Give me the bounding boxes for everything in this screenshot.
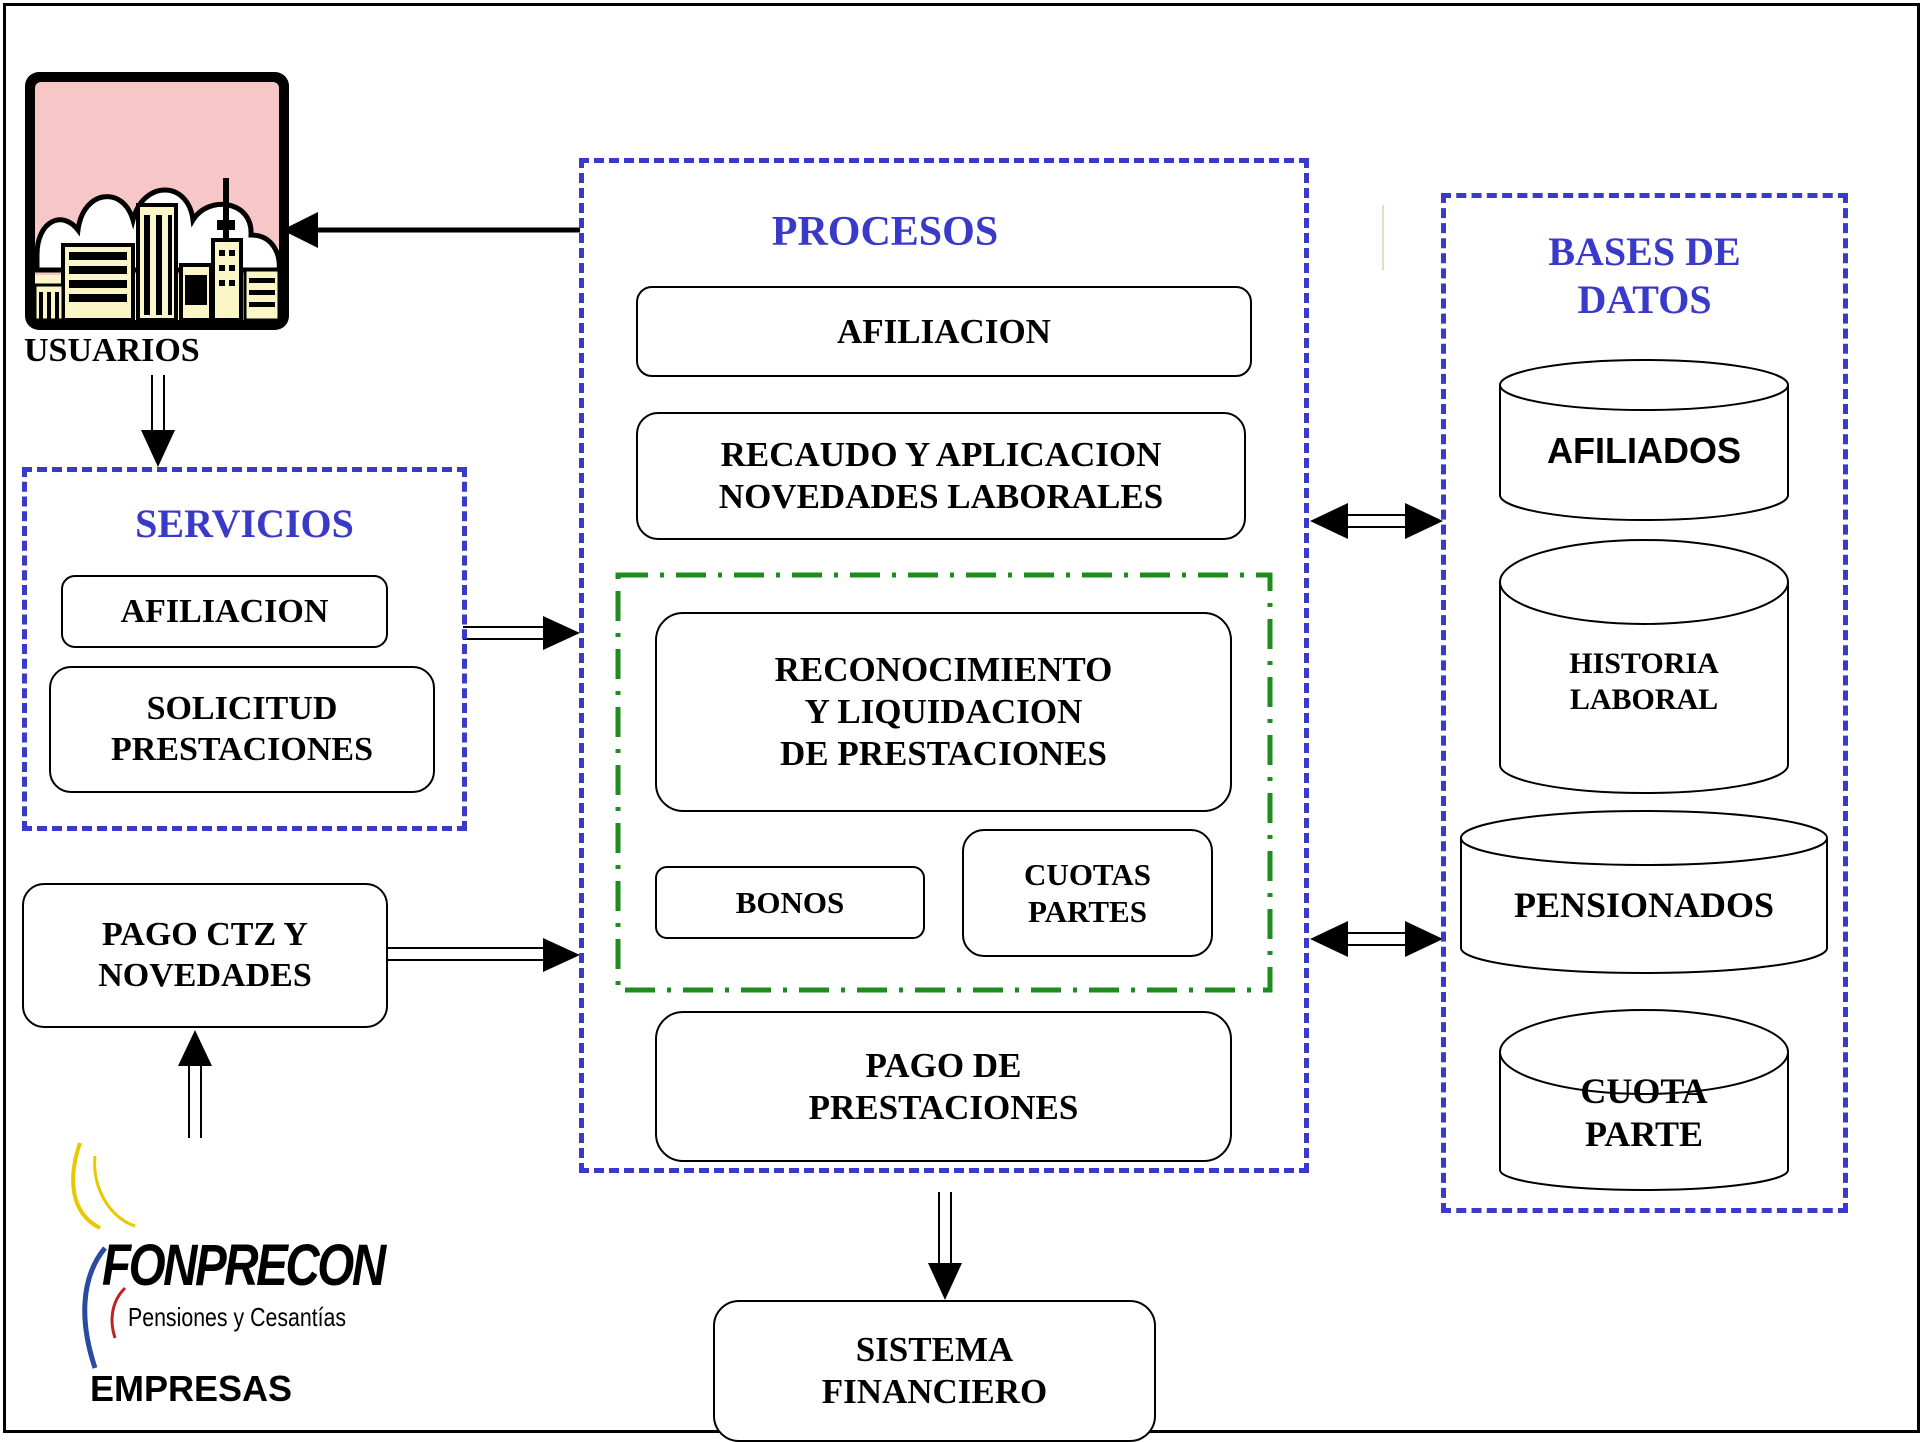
db-historia-label: HISTORIA LABORAL: [1569, 647, 1719, 716]
arrow-usuarios-to-servicios: [141, 375, 175, 467]
proceso-reconocimiento-label: RECONOCIMIENTO Y LIQUIDACION DE PRESTACI…: [774, 650, 1113, 773]
servicio-afiliacion: AFILIACION: [61, 575, 388, 648]
proceso-cuotas-partes: CUOTAS PARTES: [962, 829, 1213, 957]
arrow-procesos-bases-bottom: [1310, 921, 1443, 957]
proceso-pago-prestaciones: PAGO DE PRESTACIONES: [655, 1011, 1232, 1162]
usuarios-label: USUARIOS: [24, 332, 200, 369]
arrow-empresas-to-pagoctz: [178, 1030, 212, 1138]
proceso-pago-prestaciones-label: PAGO DE PRESTACIONES: [808, 1045, 1079, 1127]
city-buildings-icon: [25, 72, 289, 330]
bases-title: BASES DE DATOS: [1548, 229, 1741, 322]
empresas-label: EMPRESAS: [90, 1368, 293, 1409]
proceso-recaudo-label: RECAUDO Y APLICACION NOVEDADES LABORALES: [718, 435, 1164, 516]
fonprecon-logo-name: FONPRECON: [102, 1233, 386, 1298]
sistema-financiero-label: SISTEMA FINANCIERO: [821, 1330, 1048, 1411]
db-afiliados-label: AFILIADOS: [1547, 430, 1741, 471]
proceso-cuotas-partes-label: CUOTAS PARTES: [1024, 856, 1151, 929]
usuarios-node: [23, 70, 291, 332]
arrow-procesos-to-usuarios: [282, 212, 580, 248]
sistema-financiero-node: SISTEMA FINANCIERO: [713, 1300, 1156, 1442]
proceso-bonos: BONOS: [655, 866, 925, 939]
bases-group: [1441, 193, 1848, 1213]
pago-ctz-node: PAGO CTZ Y NOVEDADES: [22, 883, 388, 1028]
arrow-procesos-bases-top: [1310, 503, 1443, 539]
proceso-bonos-label: BONOS: [735, 884, 845, 920]
proceso-reconocimiento: RECONOCIMIENTO Y LIQUIDACION DE PRESTACI…: [655, 612, 1232, 812]
procesos-title: PROCESOS: [771, 209, 999, 255]
procesos-group: [579, 158, 1309, 1173]
arrow-pagoctz-to-procesos: [388, 938, 580, 972]
proceso-afiliacion-label: AFILIACION: [837, 311, 1051, 351]
proceso-recaudo: RECAUDO Y APLICACION NOVEDADES LABORALES: [636, 412, 1246, 540]
arrow-procesos-to-sistema: [928, 1192, 962, 1300]
servicios-title: SERVICIOS: [135, 501, 354, 546]
fonprecon-logo-tagline: Pensiones y Cesantías: [128, 1302, 347, 1332]
db-pensionados-label: PENSIONADOS: [1513, 885, 1775, 925]
servicio-afiliacion-label: AFILIACION: [120, 592, 329, 630]
db-cuota-parte-label: CUOTA PARTE: [1580, 1071, 1708, 1155]
servicio-solicitud-label: SOLICITUD PRESTACIONES: [111, 689, 373, 768]
fonprecon-logo: [60, 1138, 340, 1373]
proceso-afiliacion: AFILIACION: [636, 286, 1252, 377]
servicio-solicitud-prestaciones: SOLICITUD PRESTACIONES: [49, 666, 435, 793]
pago-ctz-label: PAGO CTZ Y NOVEDADES: [98, 915, 312, 994]
fonprecon-swoosh-icon: [71, 1142, 136, 1369]
servicios-group: [22, 467, 467, 831]
arrow-servicios-to-procesos: [463, 616, 580, 650]
